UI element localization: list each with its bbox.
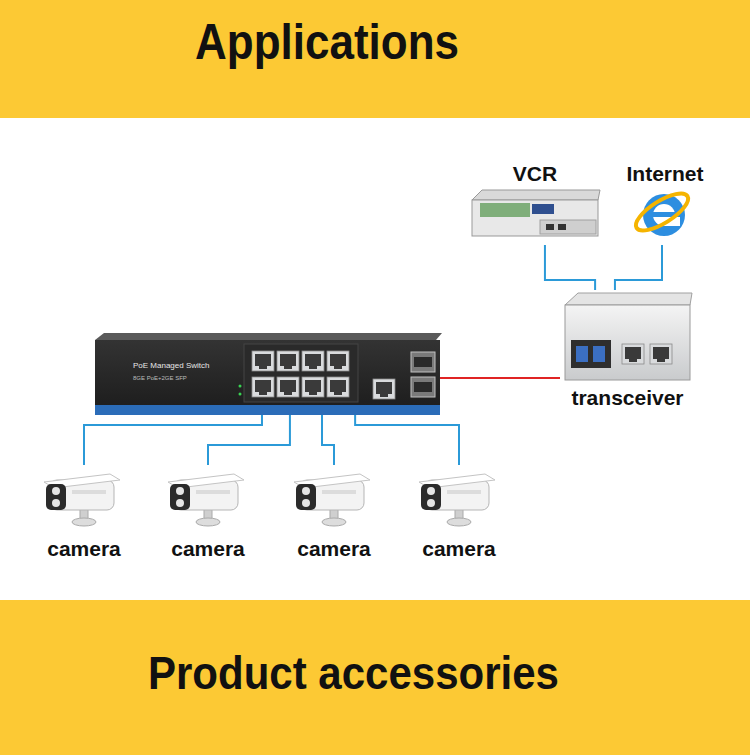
transceiver-node: transceiver [560, 290, 695, 410]
camera-node: camera [29, 465, 139, 560]
node-label: camera [279, 537, 389, 560]
cable-line [84, 415, 262, 465]
cable-line [208, 415, 290, 465]
internet-icon [631, 187, 694, 237]
bottom-band [0, 600, 750, 755]
internet-node: Internet [615, 160, 715, 245]
switch-node: PoE Managed Switch 8GE PoE+2GE SFP [95, 338, 440, 415]
node-label: camera [153, 537, 263, 560]
cable-line [615, 245, 662, 290]
cable-line [440, 377, 560, 379]
node-label: Internet [615, 162, 715, 185]
camera-illustrations [44, 474, 495, 526]
camera-node: camera [404, 465, 514, 560]
cable-line [545, 245, 595, 290]
node-label: VCR [465, 162, 605, 185]
camera-node: camera [279, 465, 389, 560]
switch-illustration [95, 333, 442, 415]
section-heading: Applications [195, 18, 459, 67]
section-heading: Product accessories [148, 650, 559, 697]
top-band [0, 0, 750, 118]
cable-line [322, 415, 334, 465]
node-label: camera [404, 537, 514, 560]
node-label: camera [29, 537, 139, 560]
cable-line [355, 415, 459, 465]
transceiver-illustration [565, 293, 692, 380]
camera-node: camera [153, 465, 263, 560]
vcr-node: VCR [465, 160, 605, 245]
node-label: transceiver [560, 386, 695, 409]
node-label: PoE Managed Switch [133, 362, 253, 371]
vcr-illustration [472, 190, 600, 236]
node-label: 8GE PoE+2GE SFP [133, 375, 253, 382]
